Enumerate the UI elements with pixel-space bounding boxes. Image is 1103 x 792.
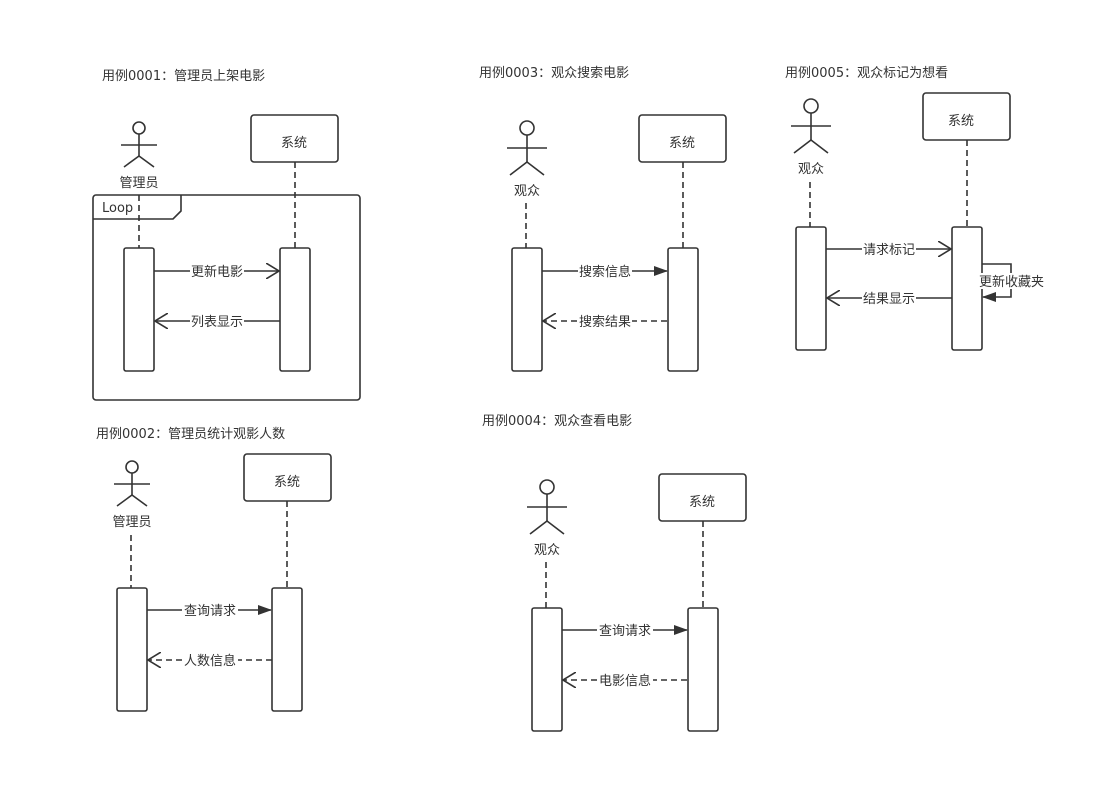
- diagram-0002: 用例0002：管理员统计观影人数 管理员 系统 查询请求 人数信息: [96, 427, 332, 712]
- return-label: 电影信息: [599, 673, 651, 689]
- return-label: 搜索结果: [579, 315, 631, 330]
- message-label: 搜索信息: [579, 264, 631, 280]
- message-label: 查询请求: [599, 624, 651, 639]
- system-label: 系统: [281, 136, 307, 151]
- diagram-0005: 用例0005：观众标记为想看 观众 系统 请求标记 结果显示 更新收藏夹: [785, 65, 1044, 351]
- actor-activation: [511, 247, 543, 372]
- actor-activation: [531, 607, 563, 732]
- actor-label: 观众: [798, 162, 824, 177]
- actor-figure: [507, 120, 547, 176]
- system-activation: [279, 247, 311, 372]
- return-label: 人数信息: [184, 653, 236, 669]
- system-label: 系统: [689, 495, 715, 510]
- return-label: 结果显示: [863, 292, 915, 307]
- diagram-title: 用例0003：观众搜索电影: [479, 66, 629, 81]
- diagram-title: 用例0005：观众标记为想看: [785, 65, 948, 81]
- actor-label: 管理员: [119, 176, 158, 191]
- system-label: 系统: [948, 114, 974, 129]
- system-activation: [271, 587, 303, 712]
- loop-tab: [93, 195, 182, 220]
- message-label: 更新电影: [191, 264, 243, 280]
- diagram-0003: 用例0003：观众搜索电影 观众 系统 搜索信息 搜索结果: [479, 66, 727, 372]
- message-label: 查询请求: [184, 604, 236, 619]
- actor-figure: [527, 479, 567, 535]
- self-message-label: 更新收藏夹: [979, 274, 1044, 290]
- actor-figure: [121, 121, 157, 168]
- diagram-title: 用例0002：管理员统计观影人数: [96, 427, 285, 442]
- system-activation: [687, 607, 719, 732]
- diagram-title: 用例0004：观众查看电影: [482, 413, 632, 429]
- actor-label: 观众: [534, 543, 560, 558]
- system-activation: [667, 247, 699, 372]
- actor-activation: [795, 226, 827, 351]
- diagram-0001: 用例0001：管理员上架电影 管理员 系统 Loop 更新电影 列表显示: [92, 69, 361, 401]
- system-activation: [951, 226, 983, 351]
- return-label: 列表显示: [191, 315, 243, 330]
- actor-figure: [791, 98, 831, 154]
- actor-activation: [123, 247, 155, 372]
- loop-label: Loop: [102, 201, 133, 216]
- diagram-title: 用例0001：管理员上架电影: [102, 69, 265, 84]
- actor-activation: [116, 587, 148, 712]
- system-label: 系统: [669, 136, 695, 151]
- system-label: 系统: [274, 475, 300, 490]
- diagram-0004: 用例0004：观众查看电影 观众 系统 查询请求 电影信息: [482, 413, 747, 732]
- actor-label: 观众: [514, 184, 540, 199]
- actor-figure: [114, 460, 150, 507]
- actor-label: 管理员: [112, 515, 151, 530]
- message-label: 请求标记: [863, 243, 915, 258]
